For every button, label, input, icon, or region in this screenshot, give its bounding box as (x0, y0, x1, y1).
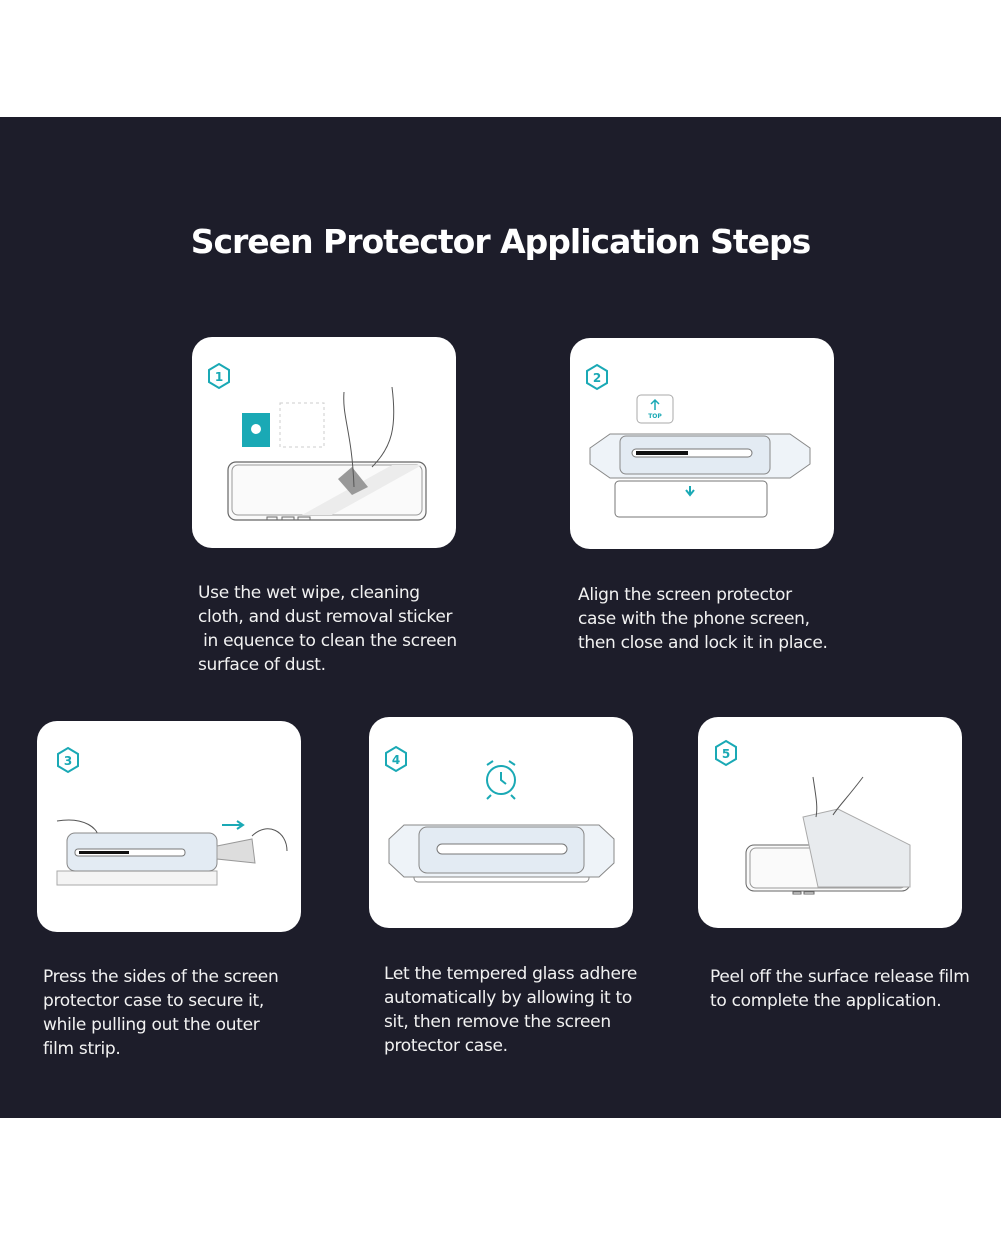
arrow-down-icon (685, 486, 695, 497)
wait-adhere-illustration: 4 (385, 745, 615, 883)
svg-text:2: 2 (593, 371, 601, 385)
hexagon-badge-icon: 1 (208, 362, 230, 390)
step-3-card: 3 (37, 721, 301, 932)
page-title: Screen Protector Application Steps (190, 222, 812, 261)
svg-text:4: 4 (392, 753, 400, 767)
step-4-card: 4 (369, 717, 633, 928)
hexagon-badge-icon: 2 (586, 363, 608, 391)
step-1-card: 1 (192, 337, 456, 548)
svg-text:TOP: TOP (648, 413, 662, 420)
arrow-right-icon (222, 820, 245, 830)
hexagon-badge-icon: 3 (57, 746, 79, 774)
step-5-card: 5 (698, 717, 962, 928)
pull-strip-illustration: 3 (56, 746, 288, 886)
svg-text:5: 5 (722, 747, 730, 761)
hexagon-badge-icon: 4 (385, 745, 407, 773)
svg-text:1: 1 (215, 370, 223, 384)
step-2-card: 2 TOP (570, 338, 834, 549)
align-case-illustration: 2 TOP (586, 363, 811, 518)
hexagon-badge-icon: 5 (715, 739, 737, 767)
arrow-up-icon (650, 398, 660, 410)
infographic-panel (0, 117, 1001, 1118)
alarm-clock-icon (486, 760, 516, 800)
peel-film-illustration: 5 (715, 739, 911, 895)
svg-text:3: 3 (64, 754, 72, 768)
cleaning-illustration: 1 (208, 362, 427, 521)
